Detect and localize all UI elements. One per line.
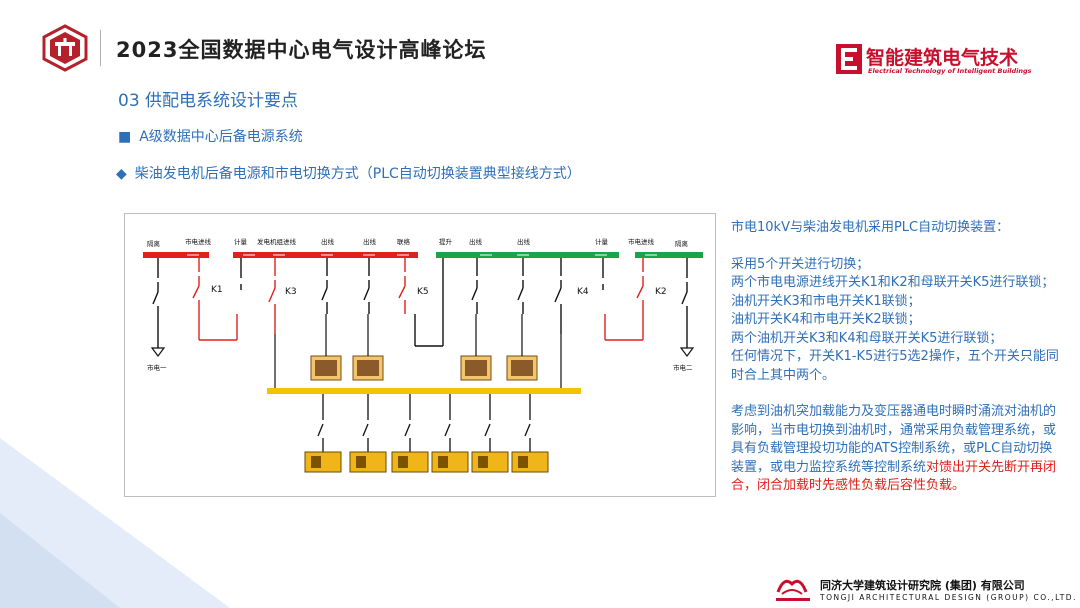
switch-label-k2: K2 <box>655 287 667 297</box>
switch-label-k5: K5 <box>417 287 429 297</box>
source-symbol-icon <box>679 347 695 357</box>
bullet-item: ◆ 柴油发电机后备电源和市电切换方式（PLC自动切换装置典型接线方式） <box>116 163 581 183</box>
top-label: 计量 <box>234 237 248 246</box>
generator-icon <box>391 451 429 473</box>
transformer-icon <box>506 355 538 381</box>
footer-company-name: 同济大学建筑设计研究院 (集团) 有限公司 <box>820 579 1025 592</box>
description-paragraph-text: 考虑到油机突加载能力及变压器通电时瞬时涌流对油机的影响，当市电切换到油机时，通常… <box>731 404 1057 475</box>
footer-company-english: TONGJI ARCHITECTURAL DESIGN (GROUP) CO.,… <box>820 593 1077 602</box>
top-label: 出线 <box>363 237 377 246</box>
bullet-text: A级数据中心后备电源系统 <box>139 129 303 145</box>
bullet-item: ■ A级数据中心后备电源系统 <box>118 126 303 146</box>
description-paragraph: 考虑到油机突加载能力及变压器通电时瞬时涌流对油机的影响，当市电切换到油机时，通常… <box>731 403 1061 496</box>
busbar-generator-yellow <box>267 388 581 394</box>
section-title: 03 供配电系统设计要点 <box>118 91 299 111</box>
source-label-mains-1: 市电一 <box>147 363 167 372</box>
brand-logo-icon <box>836 44 862 74</box>
top-label: 计量 <box>595 237 609 246</box>
generator-icon <box>349 451 387 473</box>
description-line: 油机开关K3和市电开关K1联锁； <box>731 293 921 309</box>
busbar-right-green <box>635 252 703 258</box>
description-line: 两个市电电源进线开关K1和K2和母联开关K5进行联锁； <box>731 275 1055 290</box>
switch-label-k1: K1 <box>211 285 223 295</box>
top-label: 市电进线 <box>628 237 655 246</box>
header-divider <box>100 30 101 66</box>
brand-name: 智能建筑电气技术 <box>866 47 1019 69</box>
diamond-bullet-icon: ◆ <box>116 166 127 182</box>
busbar-left-red <box>143 252 209 258</box>
description-line: 任何情况下，开关K1-K5进行5选2操作，五个开关只能同时合上其中两个。 <box>731 349 1059 383</box>
forum-logo-icon <box>42 24 88 72</box>
top-label: 隔离 <box>675 239 689 248</box>
top-label: 隔离 <box>147 239 161 248</box>
top-label: 出线 <box>469 237 483 246</box>
top-label: 提升 <box>439 237 453 246</box>
institute-logo-icon <box>774 574 810 601</box>
description-line: 油机开关K4和市电开关K2联锁； <box>731 312 921 327</box>
top-label: 联络 <box>397 237 411 246</box>
brand-subtitle: Electrical Technology of Intelligent Bui… <box>868 67 1032 75</box>
source-label-mains-2: 市电二 <box>673 363 693 372</box>
description-intro: 市电10kV与柴油发电机采用PLC自动切换装置： <box>731 220 1010 235</box>
description-highlight: 对馈出开关先断开再闭合，闭合加载时先感性负载后容性负载。 <box>731 459 1057 494</box>
switch-label-k3: K3 <box>285 287 297 297</box>
top-label: 出线 <box>517 237 531 246</box>
forum-title: 2023全国数据中心电气设计高峰论坛 <box>116 38 487 62</box>
switch-label-k4: K4 <box>577 287 589 297</box>
transformer-icon <box>460 355 492 381</box>
square-bullet-icon: ■ <box>118 129 132 145</box>
top-label: 出线 <box>321 237 335 246</box>
bullet-text: 柴油发电机后备电源和市电切换方式（PLC自动切换装置典型接线方式） <box>134 166 581 182</box>
generator-icon <box>431 451 469 473</box>
transformer-icon <box>310 355 342 381</box>
description-line: 两个油机开关K3和K4和母联开关K5进行联锁； <box>731 330 1003 346</box>
generator-icon <box>511 451 549 473</box>
generator-icon <box>304 451 342 473</box>
description-line: 采用5个开关进行切换； <box>731 256 870 272</box>
background-decoration-inner <box>0 513 120 608</box>
transformer-icon <box>352 355 384 381</box>
source-symbol-icon <box>150 347 166 357</box>
description-panel: 市电10kV与柴油发电机采用PLC自动切换装置： 采用5个开关进行切换； 两个市… <box>731 219 1061 496</box>
wiring-diagram: 隔离 市电进线 计量 发电机组进线 出线 出线 联络 提升 出线 出线 计量 市… <box>124 213 716 497</box>
top-label: 发电机组进线 <box>257 237 297 246</box>
generator-icon <box>471 451 509 473</box>
top-label: 市电进线 <box>185 237 212 246</box>
